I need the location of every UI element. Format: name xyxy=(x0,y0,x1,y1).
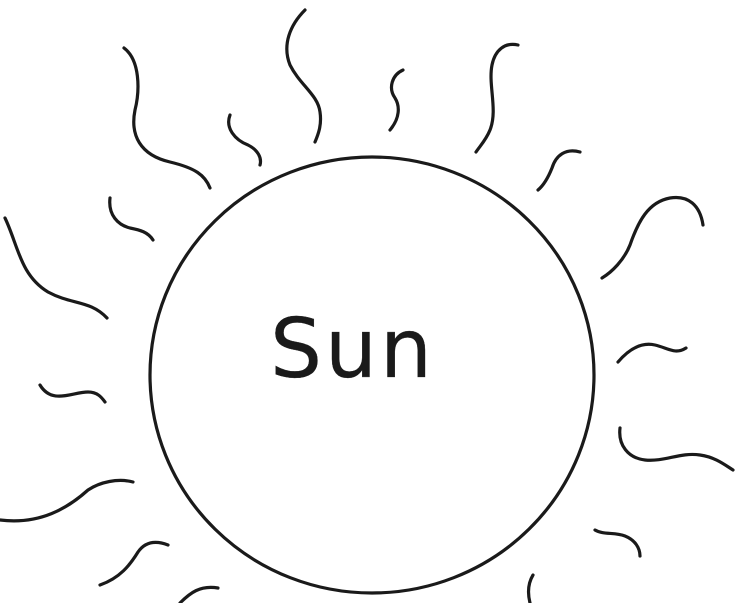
sun-ray xyxy=(620,428,733,470)
sun-ray xyxy=(0,480,133,520)
sun-ray xyxy=(124,48,210,188)
sun-ray xyxy=(180,587,218,603)
sun-ray xyxy=(602,197,703,278)
sun-ray xyxy=(595,530,640,556)
sun-ray xyxy=(5,218,107,318)
sun-ray xyxy=(476,44,518,152)
sun-ray xyxy=(229,115,261,165)
sun-ray xyxy=(100,542,168,585)
sun-ray xyxy=(390,70,403,130)
sun-ray xyxy=(287,10,321,142)
sun-ray xyxy=(538,151,580,190)
sun-ray xyxy=(110,198,153,240)
sun-label: Sun xyxy=(270,300,440,400)
sun-ray xyxy=(40,385,105,402)
sun-ray xyxy=(528,575,533,603)
sun-ray xyxy=(618,344,686,362)
